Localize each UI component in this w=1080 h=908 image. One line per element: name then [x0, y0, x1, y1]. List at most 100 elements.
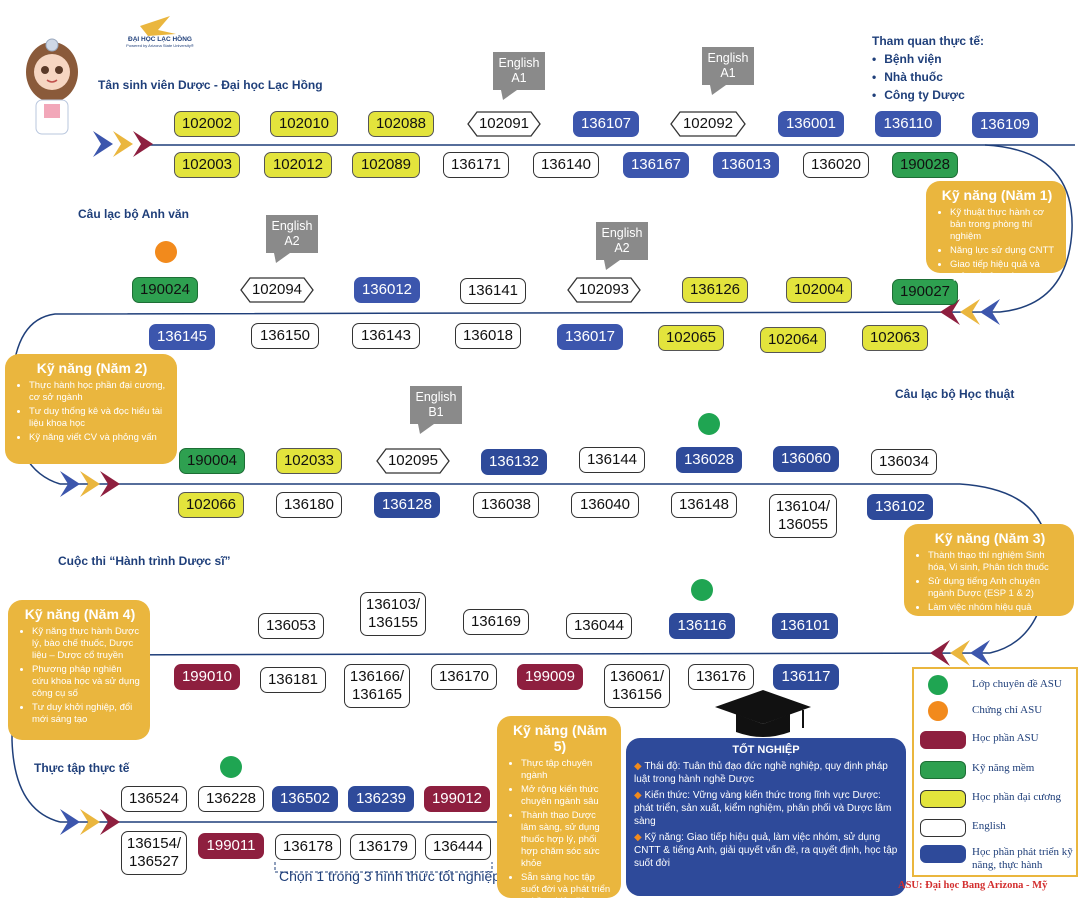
course-pill: 199011 [198, 833, 264, 859]
course-pill: 136170 [431, 664, 497, 690]
course-pill: 136148 [671, 492, 737, 518]
skill-box-title: Kỹ năng (Năm 3) [934, 530, 1046, 546]
asu-certificate-dot [155, 241, 177, 263]
diamond-icon: ◆ [634, 761, 642, 772]
course-pill: 136001 [778, 111, 844, 137]
legend-label: Chứng chỉ ASU [972, 704, 1043, 716]
skill-item: Kỹ năng thực hành Dược lý, bào chế thuốc… [32, 626, 140, 662]
asu-topic-class-dot [698, 413, 720, 435]
course-pill: 102088 [368, 111, 434, 137]
skill-item: Thành thạo thí nghiệm Sinh hóa, Vi sinh,… [928, 550, 1064, 574]
course-pill: 136180 [276, 492, 342, 518]
skill-item: Mở rộng kiến thức chuyên ngành sâu [521, 784, 611, 808]
legend-item: Học phần đại cương [914, 788, 1076, 810]
course-pill: 136141 [460, 278, 526, 304]
course-pill: 190028 [892, 152, 958, 178]
course-pill: 136102 [867, 494, 933, 520]
course-pill: 136034 [871, 449, 937, 475]
skill-item: Giao tiếp hiệu quả và quản trị cảm xúc [950, 259, 1056, 283]
course-pill: 102089 [352, 152, 420, 178]
field-trip-item: Nhà thuốc [872, 70, 984, 84]
legend-dot-green [928, 675, 948, 695]
field-trip-item: Bệnh viện [872, 52, 984, 66]
course-pill: 136502 [272, 786, 338, 812]
course-pill: 102002 [174, 111, 240, 137]
english-course-pill: 102092 [670, 111, 746, 137]
english-course-pill: 102094 [240, 277, 314, 303]
skill-item: Kỹ năng viết CV và phỏng vấn [29, 432, 167, 444]
legend-swatch [920, 845, 966, 863]
legend-item: English [914, 817, 1076, 839]
english-level-bubble: English A2 [596, 222, 648, 270]
course-pill: 136060 [773, 446, 839, 472]
university-logo: ĐẠI HỌC LẠC HỒNG Powered by Arizona Stat… [120, 14, 200, 48]
skill-box-year-5: Kỹ năng (Năm 5) Thực tập chuyên ngành Mở… [497, 716, 621, 907]
course-pill: 136038 [473, 492, 539, 518]
skill-box-title: Kỹ năng (Năm 1) [941, 187, 1053, 203]
bubble-label: English A2 [596, 222, 648, 260]
legend: Lớp chuyên đề ASU Chứng chỉ ASU Học phần… [912, 667, 1078, 877]
skill-item: Kỹ thuật thực hành cơ bản trong phòng th… [950, 207, 1056, 243]
arrows-row-2 [940, 299, 1000, 325]
course-pill: 136109 [972, 112, 1038, 138]
skill-item: Thành thạo Dược lâm sàng, sử dụng thuốc … [521, 810, 611, 870]
logo-subtitle: Powered by Arizona State University® [126, 43, 194, 48]
course-pill: 190004 [179, 448, 245, 474]
course-pill: 136103/ 136155 [360, 592, 426, 636]
legend-label: Học phần ASU [972, 732, 1039, 744]
english-level-bubble: English A1 [702, 47, 754, 95]
course-pill: 136061/ 136156 [604, 664, 670, 708]
skill-item: Tư duy khởi nghiệp, đổi mới sáng tạo [32, 702, 140, 726]
skill-box-title: Kỹ năng (Năm 5) [512, 722, 608, 754]
course-code: 102093 [578, 281, 630, 298]
graduation-box: TỐT NGHIỆP ◆ Thái độ: Tuân thủ đạo đức n… [626, 738, 906, 896]
diamond-icon: ◆ [634, 832, 642, 843]
course-pill: 136171 [443, 152, 509, 178]
course-pill: 136150 [251, 323, 319, 349]
graduation-item: Kiến thức: Vững vàng kiến thức trong lĩn… [634, 790, 892, 827]
course-pill: 199010 [174, 664, 240, 690]
course-pill: 199009 [517, 664, 583, 690]
english-course-pill: 102093 [567, 277, 641, 303]
graduation-option-pill: 136179 [350, 834, 416, 860]
course-code: 102094 [251, 281, 303, 298]
course-pill: 136167 [623, 152, 689, 178]
course-pill: 136028 [676, 447, 742, 473]
legend-item: Học phần ASU [914, 729, 1076, 751]
legend-dot-orange [928, 701, 948, 721]
graduation-option-pill: 136178 [275, 834, 341, 860]
skill-box-title: Kỹ năng (Năm 4) [24, 606, 136, 622]
bubble-label: English A1 [493, 52, 545, 90]
asu-topic-class-dot [220, 756, 242, 778]
bubble-label: English A1 [702, 47, 754, 85]
course-pill: 102003 [174, 152, 240, 178]
english-level-bubble: English A2 [266, 215, 318, 263]
arrows-row-4 [930, 640, 990, 666]
mascot-illustration [26, 38, 78, 135]
course-pill: 136143 [352, 323, 420, 349]
course-pill: 136176 [688, 664, 754, 690]
arrows-row-1 [93, 131, 153, 157]
course-pill: 136104/ 136055 [769, 494, 837, 538]
diamond-icon: ◆ [634, 790, 642, 801]
course-pill: 136107 [573, 111, 639, 137]
label-freshman: Tân sinh viên Dược - Đại học Lạc Hồng [98, 78, 323, 92]
course-pill: 136140 [533, 152, 599, 178]
course-pill: 136018 [455, 323, 521, 349]
field-trip-item: Công ty Dược [872, 88, 984, 102]
graduation-choice-note: Chọn 1 trong 3 hình thức tốt nghiệp [279, 868, 501, 884]
skill-item: Năng lực sử dụng CNTT [950, 245, 1056, 257]
english-course-pill: 102091 [467, 111, 541, 137]
course-pill: 136117 [773, 664, 839, 690]
course-pill: 190027 [892, 279, 958, 305]
skill-box-year-4: Kỹ năng (Năm 4) Kỹ năng thực hành Dược l… [8, 600, 150, 740]
course-pill: 102064 [760, 327, 826, 353]
graduation-cap-icon [715, 690, 811, 737]
skill-item: Phương pháp nghiên cứu khoa học và sử dụ… [32, 664, 140, 700]
legend-item: Học phần phát triển kỹ năng, thực hành [914, 843, 1076, 871]
course-pill: 199012 [424, 786, 490, 812]
skill-box-year-2: Kỹ năng (Năm 2) Thực hành học phần đại c… [5, 354, 177, 464]
bubble-label: English A2 [266, 215, 318, 253]
graduation-item: Kỹ năng: Giao tiếp hiệu quả, làm việc nh… [634, 832, 898, 869]
